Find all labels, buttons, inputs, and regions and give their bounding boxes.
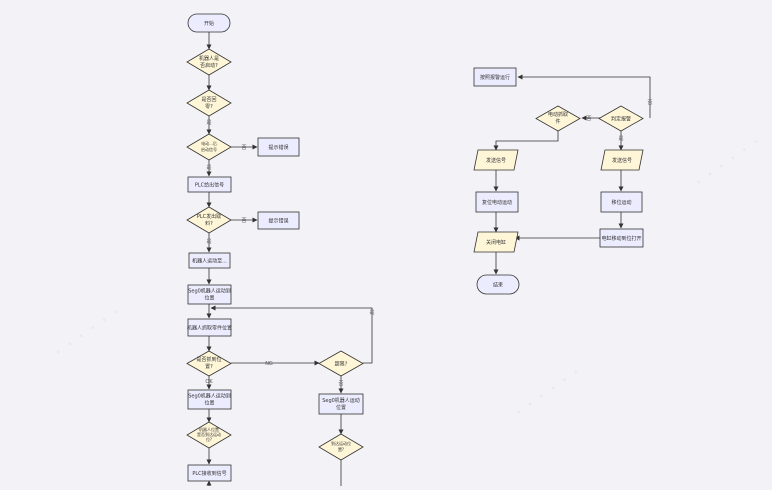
edge-label-no: 否 — [647, 100, 652, 106]
decision-label-line: 电动...后 — [201, 140, 217, 146]
decision-homed[interactable]: 是否回 零? — [186, 89, 232, 117]
io-send-signal-2[interactable]: 发送信号 — [600, 149, 644, 171]
decision-electric-grab[interactable]: 电动抓取 件 — [535, 105, 581, 132]
process-label: PLC接收到信号 — [192, 470, 226, 477]
decision-label-line: 机器人位置 — [199, 426, 219, 432]
io-label: 发送信号 — [486, 157, 506, 164]
process-label-line: Seg0机器人运动到 — [188, 288, 231, 295]
edge-label-no: 否 — [586, 116, 591, 122]
decision-label-line: 件 — [555, 118, 560, 125]
process-label-line: Seg0机器人运动 — [322, 397, 360, 404]
process-label-line: 位置 — [336, 404, 346, 411]
start-terminal[interactable]: 开始 — [187, 13, 231, 33]
process-label: 复位电动运动 — [482, 199, 512, 206]
edge-label-no: 否 — [241, 218, 246, 224]
end-terminal[interactable]: 结束 — [476, 274, 520, 295]
decision-label-line: 置? — [338, 446, 344, 452]
io-close-cylinder[interactable]: 关闭电缸 — [473, 231, 519, 253]
decision-label: 超限? — [335, 361, 348, 368]
process-label: 电缸移动到位打开 — [601, 235, 641, 242]
decision-label: 判定报警 — [611, 116, 631, 123]
decision-reached-position[interactable]: 到达运动位 置? — [318, 433, 364, 461]
edge-label-no: 否 — [338, 381, 343, 387]
process-label: 机器人运动至... — [192, 258, 227, 265]
watermark: · · · · · · — [49, 300, 126, 365]
process-plc-received[interactable]: PLC接收到信号 — [187, 464, 232, 482]
nodes-left: 开始 机器人是 否启动? 是否回 零? 是 电动...后 启动信号 否 是 提示… — [186, 13, 375, 482]
edge-label-yes: 是 — [618, 136, 623, 142]
decision-grab-ok[interactable]: 是否抓到位 置? — [186, 350, 232, 377]
process-shift-move[interactable]: 移位运动 — [600, 191, 643, 213]
watermark: · · · · · · — [509, 360, 586, 425]
edges-left — [206, 32, 373, 486]
decision-label-line: 是否到达运动 — [197, 431, 221, 437]
edge-label-ok: OK — [205, 379, 213, 385]
process-label: 按照报警运行 — [480, 74, 510, 81]
decision-label-line: 到达运动位 — [331, 440, 351, 446]
process-label-line: Seg0机器人运动到 — [188, 393, 231, 400]
io-label: 关闭电缸 — [486, 239, 506, 246]
process-label-line: 位置 — [204, 400, 214, 407]
process-error-2[interactable]: 提示错误 — [257, 211, 300, 230]
process-seg-move-2[interactable]: Seg0机器人运动到 位置 — [187, 389, 232, 410]
decision-label-line: 料? — [205, 220, 213, 227]
process-label: 机器人抓取零件位置 — [187, 325, 232, 332]
process-label: 提示错误 — [268, 144, 288, 151]
process-label: 提示错误 — [268, 218, 288, 225]
decision-alarm-judge[interactable]: 判定报警 — [598, 105, 644, 132]
edge-label-ng: NG — [265, 361, 273, 367]
decision-robot-at-position[interactable]: 机器人位置 是否到达运动 位? — [186, 421, 232, 449]
edge-label-yes: 是 — [369, 310, 374, 316]
edge-label-yes: 是 — [206, 239, 211, 245]
edge-label-no: 否 — [241, 145, 246, 151]
process-robot-pick[interactable]: 机器人抓取零件位置 — [187, 318, 232, 337]
decision-start-signal[interactable]: 电动...后 启动信号 — [186, 133, 232, 161]
process-alarm-run[interactable]: 按照报警运行 — [473, 67, 517, 87]
decision-overlimit[interactable]: 超限? — [318, 350, 364, 377]
watermark: · · · · · · — [689, 130, 766, 195]
decision-label-line: 置? — [205, 364, 213, 370]
edge — [210, 305, 373, 364]
watermark-layer: · · · · · · · · · · · · · · · · · · — [49, 130, 766, 425]
io-label: 发送信号 — [612, 157, 632, 164]
decision-label-line: 电动抓取 — [548, 111, 568, 118]
process-seg-move-3[interactable]: Seg0机器人运动 位置 — [318, 393, 364, 415]
decision-label-line: 启动信号 — [201, 146, 217, 152]
start-label: 开始 — [204, 20, 214, 27]
end-label: 结束 — [493, 282, 503, 289]
process-robot-move[interactable]: 机器人运动至... — [188, 252, 231, 269]
process-cylinder-open[interactable]: 电缸移动到位打开 — [599, 228, 644, 248]
decision-label-line: 位? — [206, 436, 212, 442]
process-label: PLC给出信号 — [195, 182, 224, 189]
decision-label-line: 机器人是 — [199, 55, 219, 62]
decision-label-line: 是否回 — [201, 97, 216, 103]
edge-label-yes: 是 — [206, 120, 211, 126]
process-reset-motion[interactable]: 复位电动运动 — [475, 191, 519, 213]
process-error-1[interactable]: 提示错误 — [257, 137, 300, 157]
process-label-line: 位置 — [204, 295, 214, 302]
edge — [493, 131, 559, 151]
edges-right — [493, 74, 651, 275]
process-seg-move-1[interactable]: Seg0机器人运动到 位置 — [187, 284, 232, 305]
process-plc-signal[interactable]: PLC给出信号 — [187, 176, 232, 193]
decision-label-line: 否启动? — [200, 62, 218, 69]
edge — [517, 74, 651, 118]
io-send-signal-1[interactable]: 发送信号 — [473, 149, 519, 171]
decision-plc-pick[interactable]: PLC发出取 料? — [186, 206, 232, 234]
decision-robot-started[interactable]: 机器人是 否启动? — [186, 48, 232, 76]
decision-label-line: PLC发出取 — [197, 213, 221, 220]
decision-label-line: 是否抓到位 — [196, 356, 221, 363]
nodes-right: 按照报警运行 电动抓取 件 否 判定报警 否 是 发送信号 发送信号 复位电动运… — [473, 67, 653, 295]
decision-label-line: 零? — [205, 104, 213, 110]
process-label: 移位运动 — [611, 199, 631, 206]
edge-label-yes: 是 — [206, 165, 211, 171]
